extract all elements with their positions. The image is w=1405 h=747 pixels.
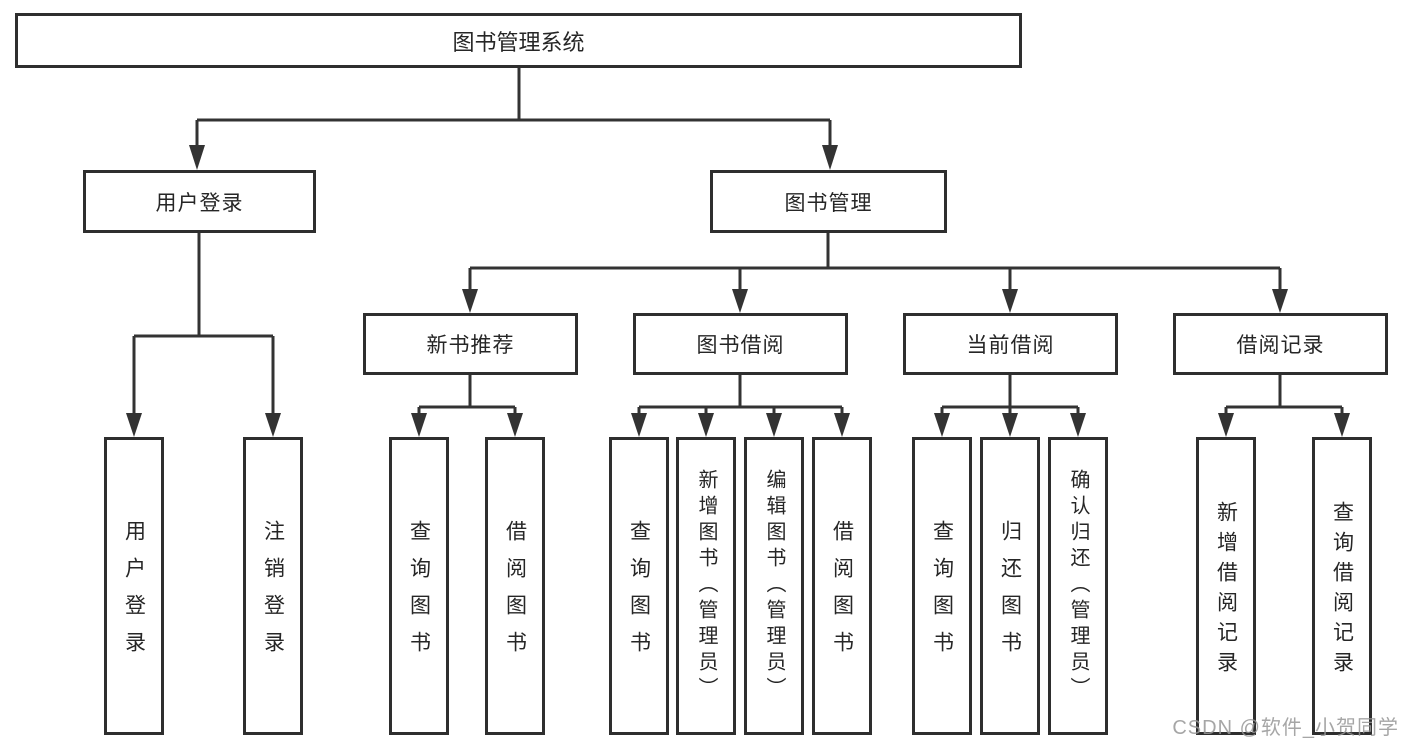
node-label: 借阅记录	[1236, 334, 1325, 357]
arrowheads	[126, 145, 1350, 437]
leaf-edit-books-admin: 编辑图书（管理员）	[744, 437, 804, 735]
node-new-book-recommendation: 新书推荐	[363, 313, 578, 375]
node-label: 查询借阅记录	[1330, 500, 1354, 681]
node-book-borrowing: 图书借阅	[633, 313, 848, 375]
node-label: 新增图书（管理员）	[695, 469, 717, 703]
node-label: 借阅图书	[830, 520, 854, 668]
node-label: 查询图书	[930, 520, 954, 668]
csdn-watermark: CSDN @软件_小贺同学	[1172, 717, 1399, 739]
leaf-query-books-current: 查询图书	[912, 437, 972, 735]
node-label: 借阅图书	[503, 520, 527, 668]
node-label: 图书借阅	[696, 334, 785, 357]
node-label: 编辑图书（管理员）	[763, 469, 785, 703]
node-label: 图书管理系统	[452, 29, 585, 55]
leaf-add-books-admin: 新增图书（管理员）	[676, 437, 736, 735]
leaf-logout-login: 注销登录	[243, 437, 303, 735]
leaf-borrow-books-borrowing: 借阅图书	[812, 437, 872, 735]
node-book-management: 图书管理	[710, 170, 947, 233]
node-label: 确认归还（管理员）	[1067, 469, 1089, 703]
node-label: 注销登录	[261, 520, 285, 668]
node-label: 用户登录	[155, 191, 244, 215]
node-label: 查询图书	[407, 520, 431, 668]
leaf-confirm-return-admin: 确认归还（管理员）	[1048, 437, 1108, 735]
node-label: 当前借阅	[966, 334, 1055, 357]
leaf-add-borrowing-record: 新增借阅记录	[1196, 437, 1256, 735]
leaf-borrow-books-recommend: 借阅图书	[485, 437, 545, 735]
leaf-user-login: 用户登录	[104, 437, 164, 735]
node-label: 用户登录	[122, 520, 146, 668]
node-label: 新增借阅记录	[1214, 500, 1238, 681]
node-label: 新书推荐	[426, 334, 515, 357]
node-label: 查询图书	[627, 520, 651, 668]
leaf-query-books-recommend: 查询图书	[389, 437, 449, 735]
node-borrowing-records: 借阅记录	[1173, 313, 1388, 375]
leaf-query-books-borrowing: 查询图书	[609, 437, 669, 735]
leaf-query-borrowing-record: 查询借阅记录	[1312, 437, 1372, 735]
node-library-management-system: 图书管理系统	[15, 13, 1022, 68]
leaf-return-books: 归还图书	[980, 437, 1040, 735]
node-label: 归还图书	[998, 520, 1022, 668]
node-current-borrowing: 当前借阅	[903, 313, 1118, 375]
node-label: 图书管理	[784, 191, 873, 215]
node-user-login: 用户登录	[83, 170, 316, 233]
